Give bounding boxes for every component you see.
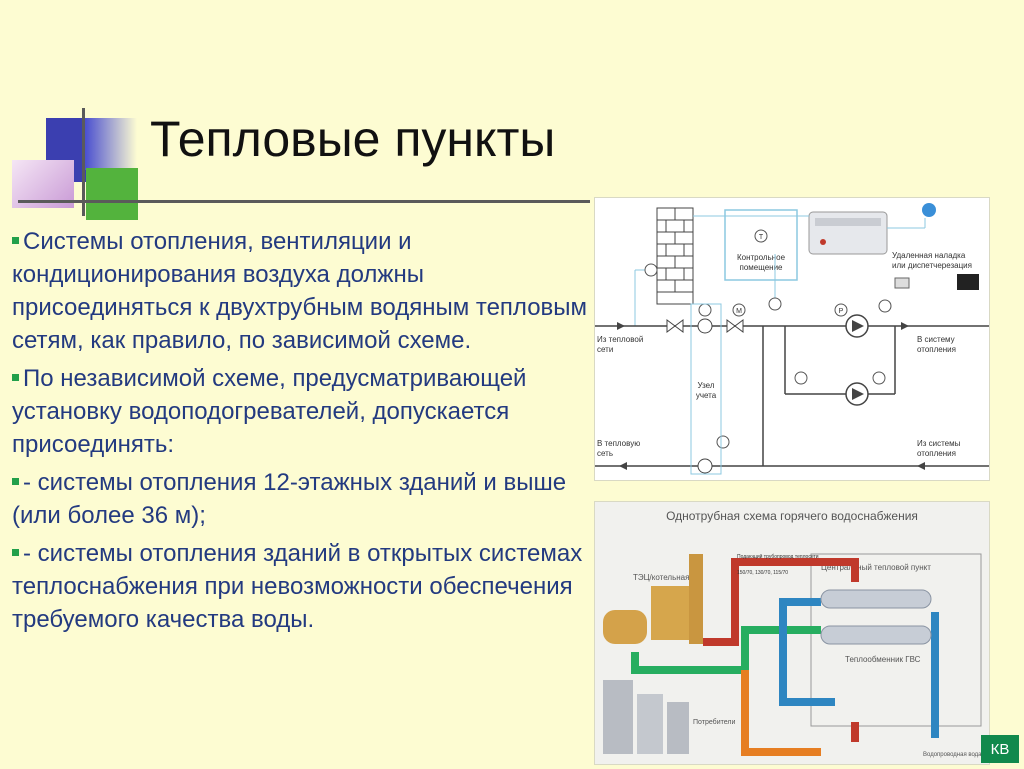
- pressure-sensor-icon: [794, 371, 808, 385]
- temps-label: 150/70, 130/70, 115/70: [737, 570, 788, 576]
- controller-panel: [815, 218, 881, 226]
- deco-green-square: [86, 168, 138, 220]
- arrow-left-icon: [917, 462, 925, 470]
- ctp-box: [810, 553, 982, 727]
- bullet-item: - системы отопления 12-этажных зданий и …: [12, 469, 567, 529]
- from-network-label: сети: [597, 345, 613, 354]
- remote-label: Удаленная наладка: [892, 251, 966, 260]
- flow-meter-icon: [697, 318, 713, 334]
- laptop-icon: [894, 277, 910, 289]
- heat-point-diagram-svg: T Контрольное помещение Удаленная наладк…: [595, 203, 989, 475]
- metering-node-box: [690, 303, 722, 475]
- to-network-label: В тепловую: [597, 439, 640, 448]
- arrow-right-icon: [617, 322, 625, 330]
- temp-sensor-icon: [716, 435, 730, 449]
- sensor-label: T: [759, 234, 764, 241]
- slide-title: Тепловые пункты: [150, 111, 556, 167]
- plant-building-icon: [651, 586, 691, 640]
- exchanger-coil-icon: [820, 589, 932, 609]
- brick-wall-icon: [656, 207, 694, 305]
- bullet-item: Системы отопления, вентиляции и кондицио…: [12, 228, 588, 354]
- exchanger-coil-icon: [820, 625, 932, 645]
- arrow-left-icon: [619, 462, 627, 470]
- bullet-marker-icon: [12, 478, 19, 486]
- title-vertical-rule: [82, 108, 85, 216]
- flow-meter-icon: [697, 458, 713, 474]
- water-label: Водопроводная вода: [923, 752, 982, 758]
- supply-line-label: Подающий трубопровод теплосети: [737, 553, 819, 560]
- from-heating-label: отопления: [917, 449, 956, 458]
- arrow-right-icon: [901, 322, 909, 330]
- consumer-building-icon: [637, 694, 663, 754]
- pressure-sensor-icon: [878, 299, 892, 313]
- bullet-marker-icon: [12, 237, 19, 245]
- hot-water-pipe-orange: [741, 670, 821, 756]
- sensor-label: P: [839, 308, 844, 315]
- bullet-item: - системы отопления зданий в открытых си…: [12, 540, 583, 633]
- temp-sensor-icon: [754, 229, 768, 243]
- slide-badge: КВ: [981, 735, 1019, 763]
- control-room-box: [724, 209, 798, 281]
- title-horizontal-rule: [18, 200, 590, 203]
- pump-bypass: [762, 326, 896, 466]
- heat-point-diagram: T Контрольное помещение Удаленная наладк…: [594, 197, 990, 481]
- meter-icon: [732, 303, 746, 317]
- ctp-label: Центральный тепловой пункт: [821, 563, 931, 572]
- tank-icon: [603, 610, 647, 644]
- internet-icon: [922, 203, 936, 217]
- cold-water-pipe-blue: [779, 598, 835, 706]
- exchanger-label: Теплообменник ГВС: [845, 655, 921, 664]
- pump-arrow-icon: [852, 388, 864, 400]
- valve-icon: [666, 319, 684, 333]
- metering-node-label: Узел: [697, 381, 714, 390]
- computer-icon: [957, 274, 979, 290]
- pump-arrow-icon: [852, 320, 864, 332]
- to-heating-label: В систему: [917, 335, 955, 344]
- from-network-label: Из тепловой: [597, 335, 643, 344]
- consumer-building-icon: [603, 680, 633, 754]
- controller-led-icon: [820, 239, 826, 245]
- bullet-marker-icon: [12, 549, 19, 557]
- consumers-label: Потребители: [693, 718, 735, 726]
- chimney-icon: [689, 554, 703, 644]
- bullet-marker-icon: [12, 374, 19, 382]
- deco-blue-square-light: [85, 118, 137, 170]
- temp-sensor-icon: [644, 263, 658, 277]
- from-heating-label: Из системы: [917, 439, 961, 448]
- pressure-sensor-icon: [872, 371, 886, 385]
- to-network-label: сеть: [597, 449, 613, 458]
- bullet-item: По независимой схеме, предусматривающей …: [12, 365, 527, 458]
- temp-sensor-icon: [768, 297, 782, 311]
- pressure-sensor-icon: [834, 303, 848, 317]
- to-heating-label: отопления: [917, 345, 956, 354]
- sensor-label: M: [736, 308, 742, 315]
- remote-label: или диспетчерезация: [892, 261, 972, 270]
- hot-water-diagram-svg: Однотрубная схема горячего водоснабжения…: [603, 509, 982, 758]
- valve-icon: [726, 319, 744, 333]
- supply-pipe-red: [703, 558, 859, 646]
- temp-sensor-icon: [698, 303, 712, 317]
- control-room-label: помещение: [739, 263, 783, 272]
- hot-water-diagram: Однотрубная схема горячего водоснабжения…: [594, 501, 990, 765]
- metering-node-label: учета: [696, 391, 717, 400]
- plant-label: ТЭЦ/котельная: [633, 573, 689, 582]
- consumer-building-icon: [667, 702, 689, 754]
- bullet-list: Системы отопления, вентиляции и кондицио…: [12, 225, 592, 641]
- control-room-label: Контрольное: [737, 253, 786, 262]
- scheme-title: Однотрубная схема горячего водоснабжения: [666, 509, 918, 523]
